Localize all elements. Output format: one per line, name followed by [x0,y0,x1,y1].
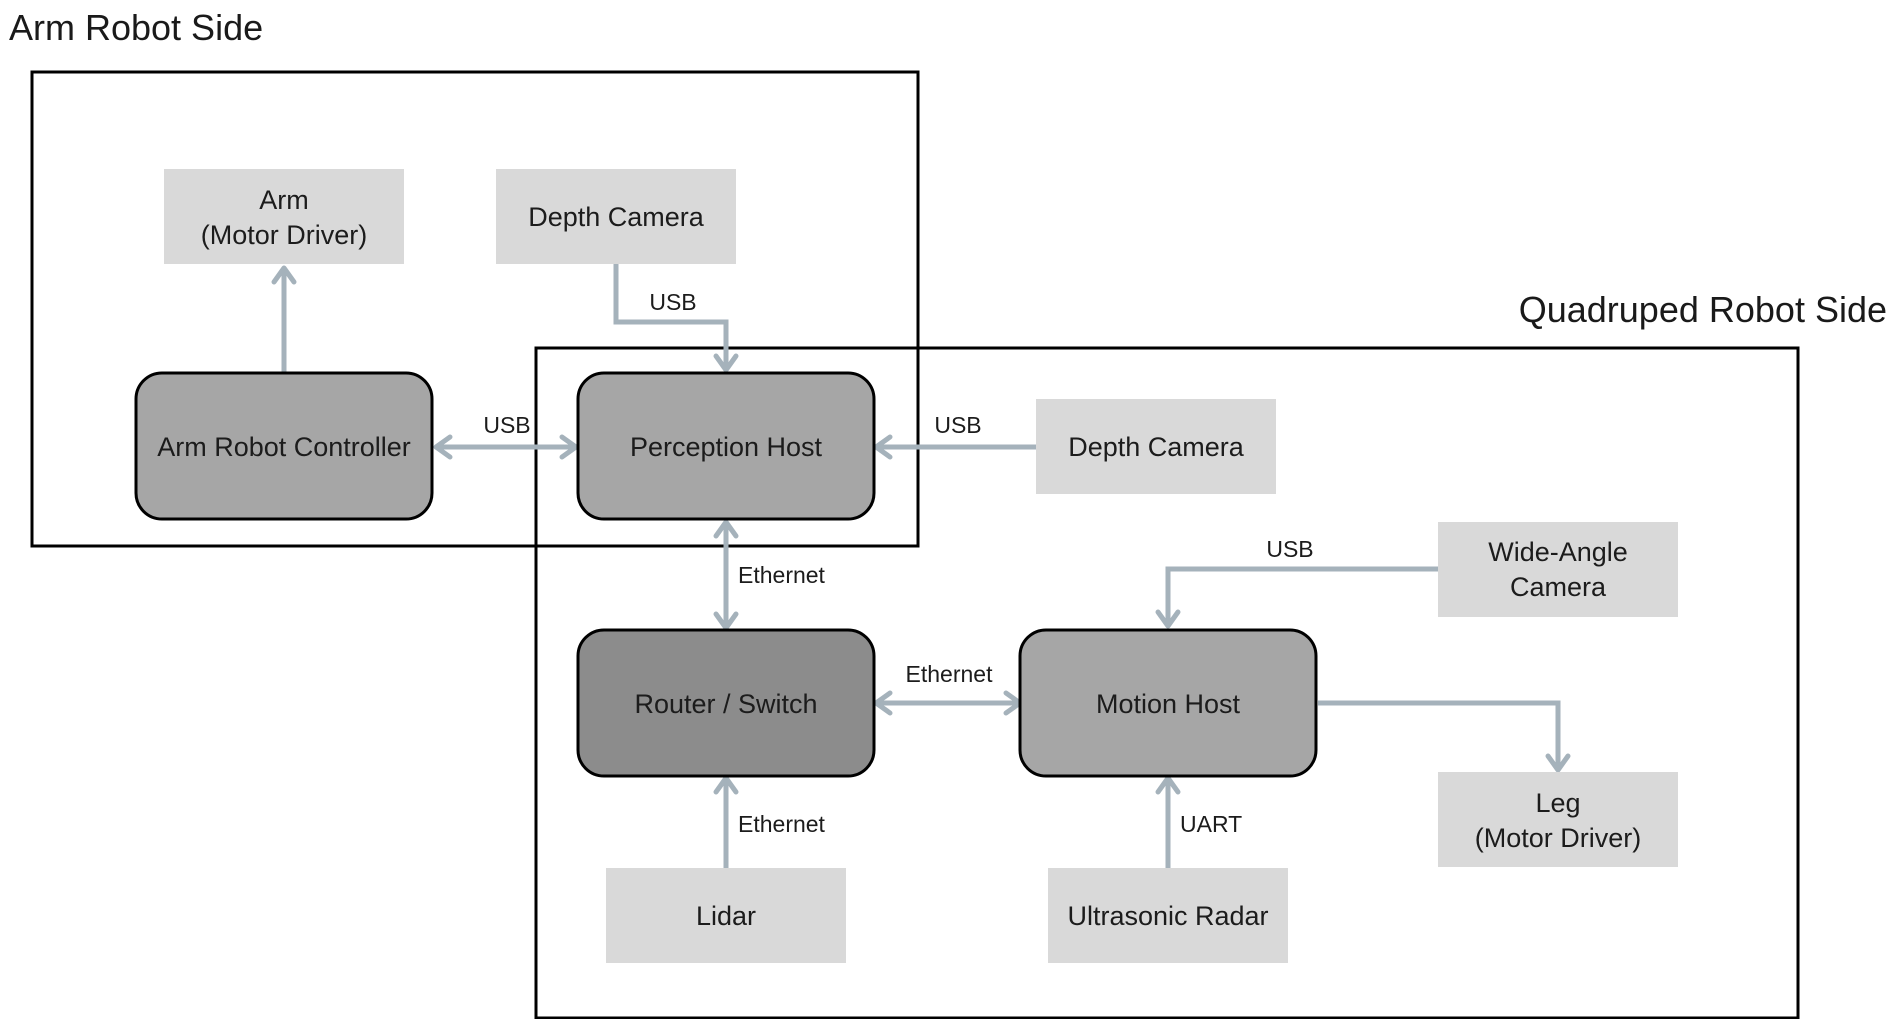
node-label: Camera [1510,572,1607,602]
node-label: Perception Host [630,432,823,462]
node-lidar: Lidar [606,868,846,963]
edge-label-ethernet: Ethernet [738,811,826,837]
node-label: (Motor Driver) [1475,823,1642,853]
arm-robot-side-frame [30,70,920,548]
node-wide-angle-camera: Wide-Angle Camera [1438,522,1678,617]
quadruped-robot-side-frame [534,346,1800,1019]
edge-label-ethernet: Ethernet [906,661,994,687]
arrowhead-down-icon [1545,753,1571,773]
node-label: Ultrasonic Radar [1067,901,1268,931]
node-depth-camera-quad: Depth Camera [1036,399,1276,494]
node-router-switch: Router / Switch [576,628,876,778]
arrowhead-left-icon [873,434,893,460]
node-label: Arm Robot Controller [157,432,411,462]
node-label: (Motor Driver) [201,220,368,250]
node-depth-camera-arm: Depth Camera [496,169,736,264]
node-motion-host: Motion Host [1018,628,1318,778]
node-arm-robot-controller: Arm Robot Controller [134,371,434,521]
edge-label-usb: USB [934,412,981,438]
node-label: Lidar [696,901,756,931]
arrowhead-left-icon [873,690,893,716]
arrowhead-up-icon [713,775,739,795]
quadruped-robot-side-title: Quadruped Robot Side [1519,289,1887,330]
node-label: Leg [1535,788,1580,818]
node-label: Wide-Angle [1488,537,1628,567]
node-label: Depth Camera [1068,432,1245,462]
edge-label-usb: USB [483,412,530,438]
edges: USB USB USB Ethernet Ethernet Ethernet U… [271,264,1571,868]
arrowhead-right-icon [559,434,579,460]
edge-label-usb: USB [649,289,696,315]
arrowhead-up-icon [1155,775,1181,795]
edge-depth-arm-to-perception [613,264,729,368]
node-leg-motor-driver: Leg (Motor Driver) [1438,772,1678,867]
edge-label-ethernet: Ethernet [738,562,826,588]
node-label: Motion Host [1096,689,1241,719]
node-label: Arm [259,185,309,215]
arrowhead-up-icon [271,265,297,285]
node-perception-host: Perception Host [576,371,876,521]
arrowhead-down-icon [1155,609,1181,629]
arrowhead-up-icon [713,519,739,539]
arm-robot-side-title: Arm Robot Side [9,7,263,48]
arrowhead-left-icon [433,434,453,460]
arrowhead-down-icon [713,353,739,373]
arrowhead-down-icon [713,611,739,631]
edge-label-usb: USB [1266,536,1313,562]
edge-wide-to-motion [1165,566,1438,624]
node-ultrasonic-radar: Ultrasonic Radar [1048,868,1288,963]
node-label: Router / Switch [634,689,817,719]
node-arm-motor-driver: Arm (Motor Driver) [164,169,404,264]
edge-motion-to-leg [1318,700,1561,768]
node-label: Depth Camera [528,202,705,232]
edge-label-uart: UART [1180,811,1242,837]
